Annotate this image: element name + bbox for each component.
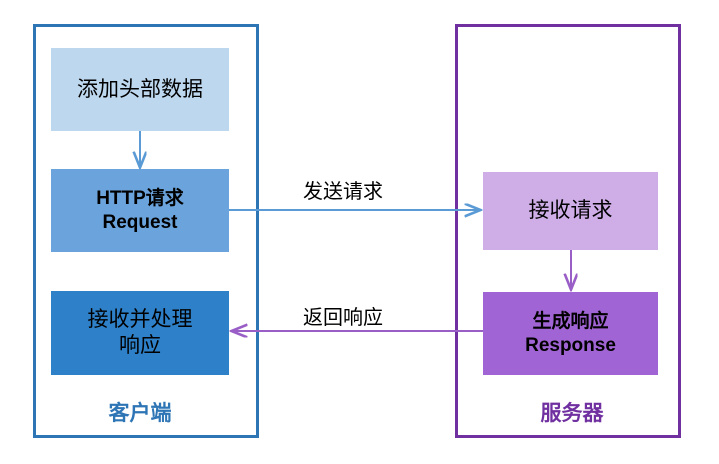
server-lane-caption: 服务器 [540, 402, 604, 425]
node-generate-response: 生成响应 Response [483, 292, 658, 375]
node-add-header: 添加头部数据 [51, 48, 229, 131]
edge-label-send-request: 发送请求 [303, 181, 383, 203]
client-lane-caption: 客户端 [108, 402, 172, 425]
edge-label-return-response: 返回响应 [303, 307, 383, 329]
node-receive-request: 接收请求 [483, 172, 658, 250]
node-http-request: HTTP请求 Request [51, 169, 229, 252]
node-receive-and-process-response: 接收并处理 响应 [51, 291, 229, 375]
